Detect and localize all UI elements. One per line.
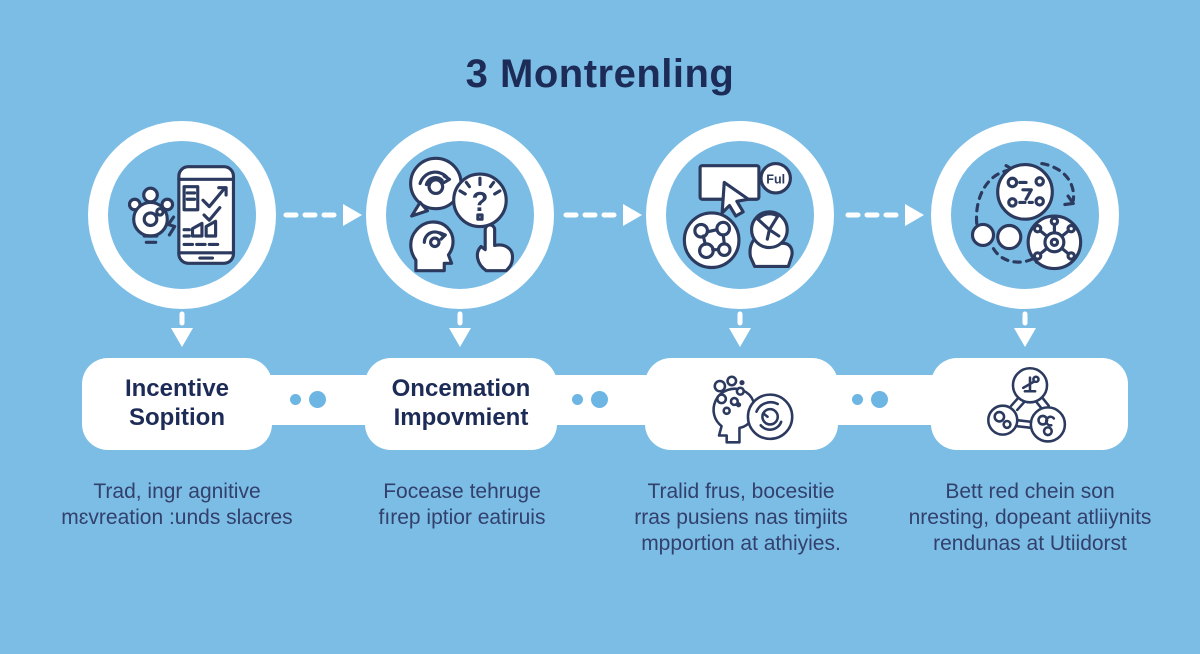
connector-dot-big-3 — [871, 391, 888, 408]
step-1-description: Trad, ingr agnitive mɛvreation :unds sla… — [61, 480, 293, 529]
step-2-label: Oncemation Impovmient — [391, 375, 531, 431]
badge-label: Ful — [766, 173, 785, 187]
down-arrow-step1-icon — [171, 311, 193, 347]
step-2-description: Focease tehruge fırep iptior eatiruis — [378, 480, 546, 529]
cursor-screen-badge-network-hand-gauge-icon: Ful — [682, 161, 794, 270]
lightbulb-gear-phone-analytics-icon — [127, 165, 236, 265]
step-1-label: Incentive Sopition — [124, 375, 230, 431]
gauge-question-glyph: ? — [472, 186, 489, 217]
step-3-description: Tralid frus, bocesitie rras pusiens nas … — [634, 480, 848, 555]
step-4-box — [931, 358, 1128, 450]
step-1-box: Incentive Sopition — [82, 358, 272, 450]
step-2-box: Oncemation Impovmient — [365, 358, 557, 450]
down-arrow-step4-icon — [1014, 311, 1036, 347]
head-bubbles-spiral-icon — [711, 375, 793, 444]
three-node-network-icon — [986, 366, 1066, 443]
connector-dot-small-2 — [572, 394, 583, 405]
step-4-circle — [931, 121, 1119, 309]
step-3-circle: Ful — [646, 121, 834, 309]
down-arrow-step3-icon — [729, 311, 751, 347]
step-3-box — [645, 358, 838, 450]
connector-dot-big-2 — [591, 391, 608, 408]
step-4-description: Bett red chein son nresting, dopeant atl… — [908, 480, 1152, 555]
down-arrow-step2-icon — [449, 311, 471, 347]
speech-bubble-gauge-question-hand-head-icon: ? — [409, 156, 515, 273]
arrow-step2-step3-icon — [563, 204, 642, 226]
dashed-cycle-nodes-hub-icon — [970, 161, 1083, 271]
connector-dot-small-3 — [852, 394, 863, 405]
arrow-step3-step4-icon — [845, 204, 924, 226]
page-title: 3 Montrenling — [465, 52, 735, 96]
step-1-circle — [88, 121, 276, 309]
connector-dot-big-1 — [309, 391, 326, 408]
step-2-circle: ? — [366, 121, 554, 309]
connector-dot-small-1 — [290, 394, 301, 405]
arrow-step1-step2-icon — [283, 204, 362, 226]
